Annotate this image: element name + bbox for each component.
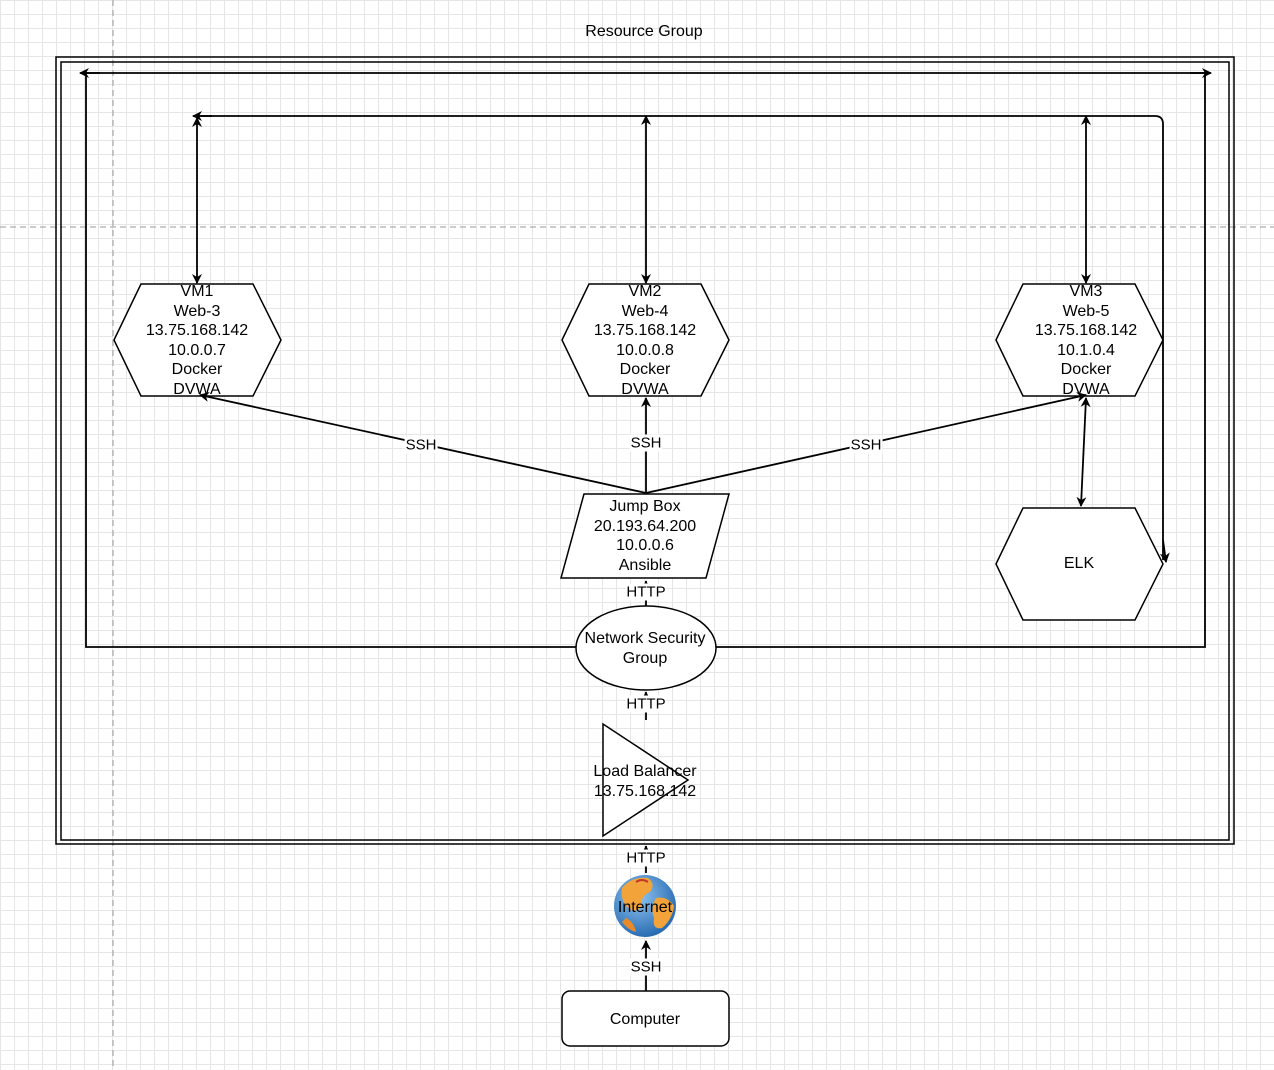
vm1-hexagon[interactable] (113, 283, 282, 397)
edge-label-lb-nsg: HTTP (625, 695, 667, 713)
edge-label-jump-vm3: SSH (849, 436, 883, 454)
edge-elk-top-loop[interactable] (197, 115, 1164, 560)
resource-group-outer[interactable] (55, 56, 1235, 845)
computer-label: Computer (609, 1011, 681, 1028)
jumpbox-label: Jump Box 20.193.64.200 10.0.0.6 Ansible (593, 498, 697, 574)
elk-hexagon[interactable] (995, 507, 1164, 621)
vm2-hexagon[interactable] (561, 283, 730, 397)
edge-label-jump-vm2: SSH (629, 434, 663, 452)
nsg-ellipse[interactable] (575, 605, 717, 691)
jumpbox-shape[interactable] (560, 493, 730, 579)
edge-label-computer-internet: SSH (629, 958, 663, 976)
edge-label-jump-vm1: SSH (404, 436, 438, 454)
edge-nsg-left-loop[interactable] (85, 72, 1206, 648)
elk-label: ELK (1063, 555, 1095, 572)
load-balancer-triangle[interactable] (602, 722, 690, 838)
edge-label-internet-lb: HTTP (625, 849, 667, 867)
edge-vm3-elk[interactable] (1076, 397, 1091, 507)
resource-group-title: Resource Group (585, 23, 703, 40)
nsg-label: Network Security Group (584, 630, 706, 667)
resource-group-inner (60, 61, 1230, 841)
internet-globe-icon[interactable] (614, 875, 676, 937)
vm3-label: VM3 Web-5 13.75.168.142 10.1.0.4 Docker … (1034, 283, 1138, 398)
arrow-inner-elk (1159, 539, 1170, 563)
computer-box[interactable] (561, 990, 730, 1047)
vm1-label: VM1 Web-3 13.75.168.142 10.0.0.7 Docker … (145, 283, 249, 398)
edge-label-nsg-jump: HTTP (625, 583, 667, 601)
load-balancer-label: Load Balancer 13.75.168.142 (593, 763, 697, 800)
vm3-hexagon[interactable] (995, 283, 1164, 397)
internet-label: Internet (617, 899, 673, 916)
vm2-label: VM2 Web-4 13.75.168.142 10.0.0.8 Docker … (593, 283, 697, 398)
